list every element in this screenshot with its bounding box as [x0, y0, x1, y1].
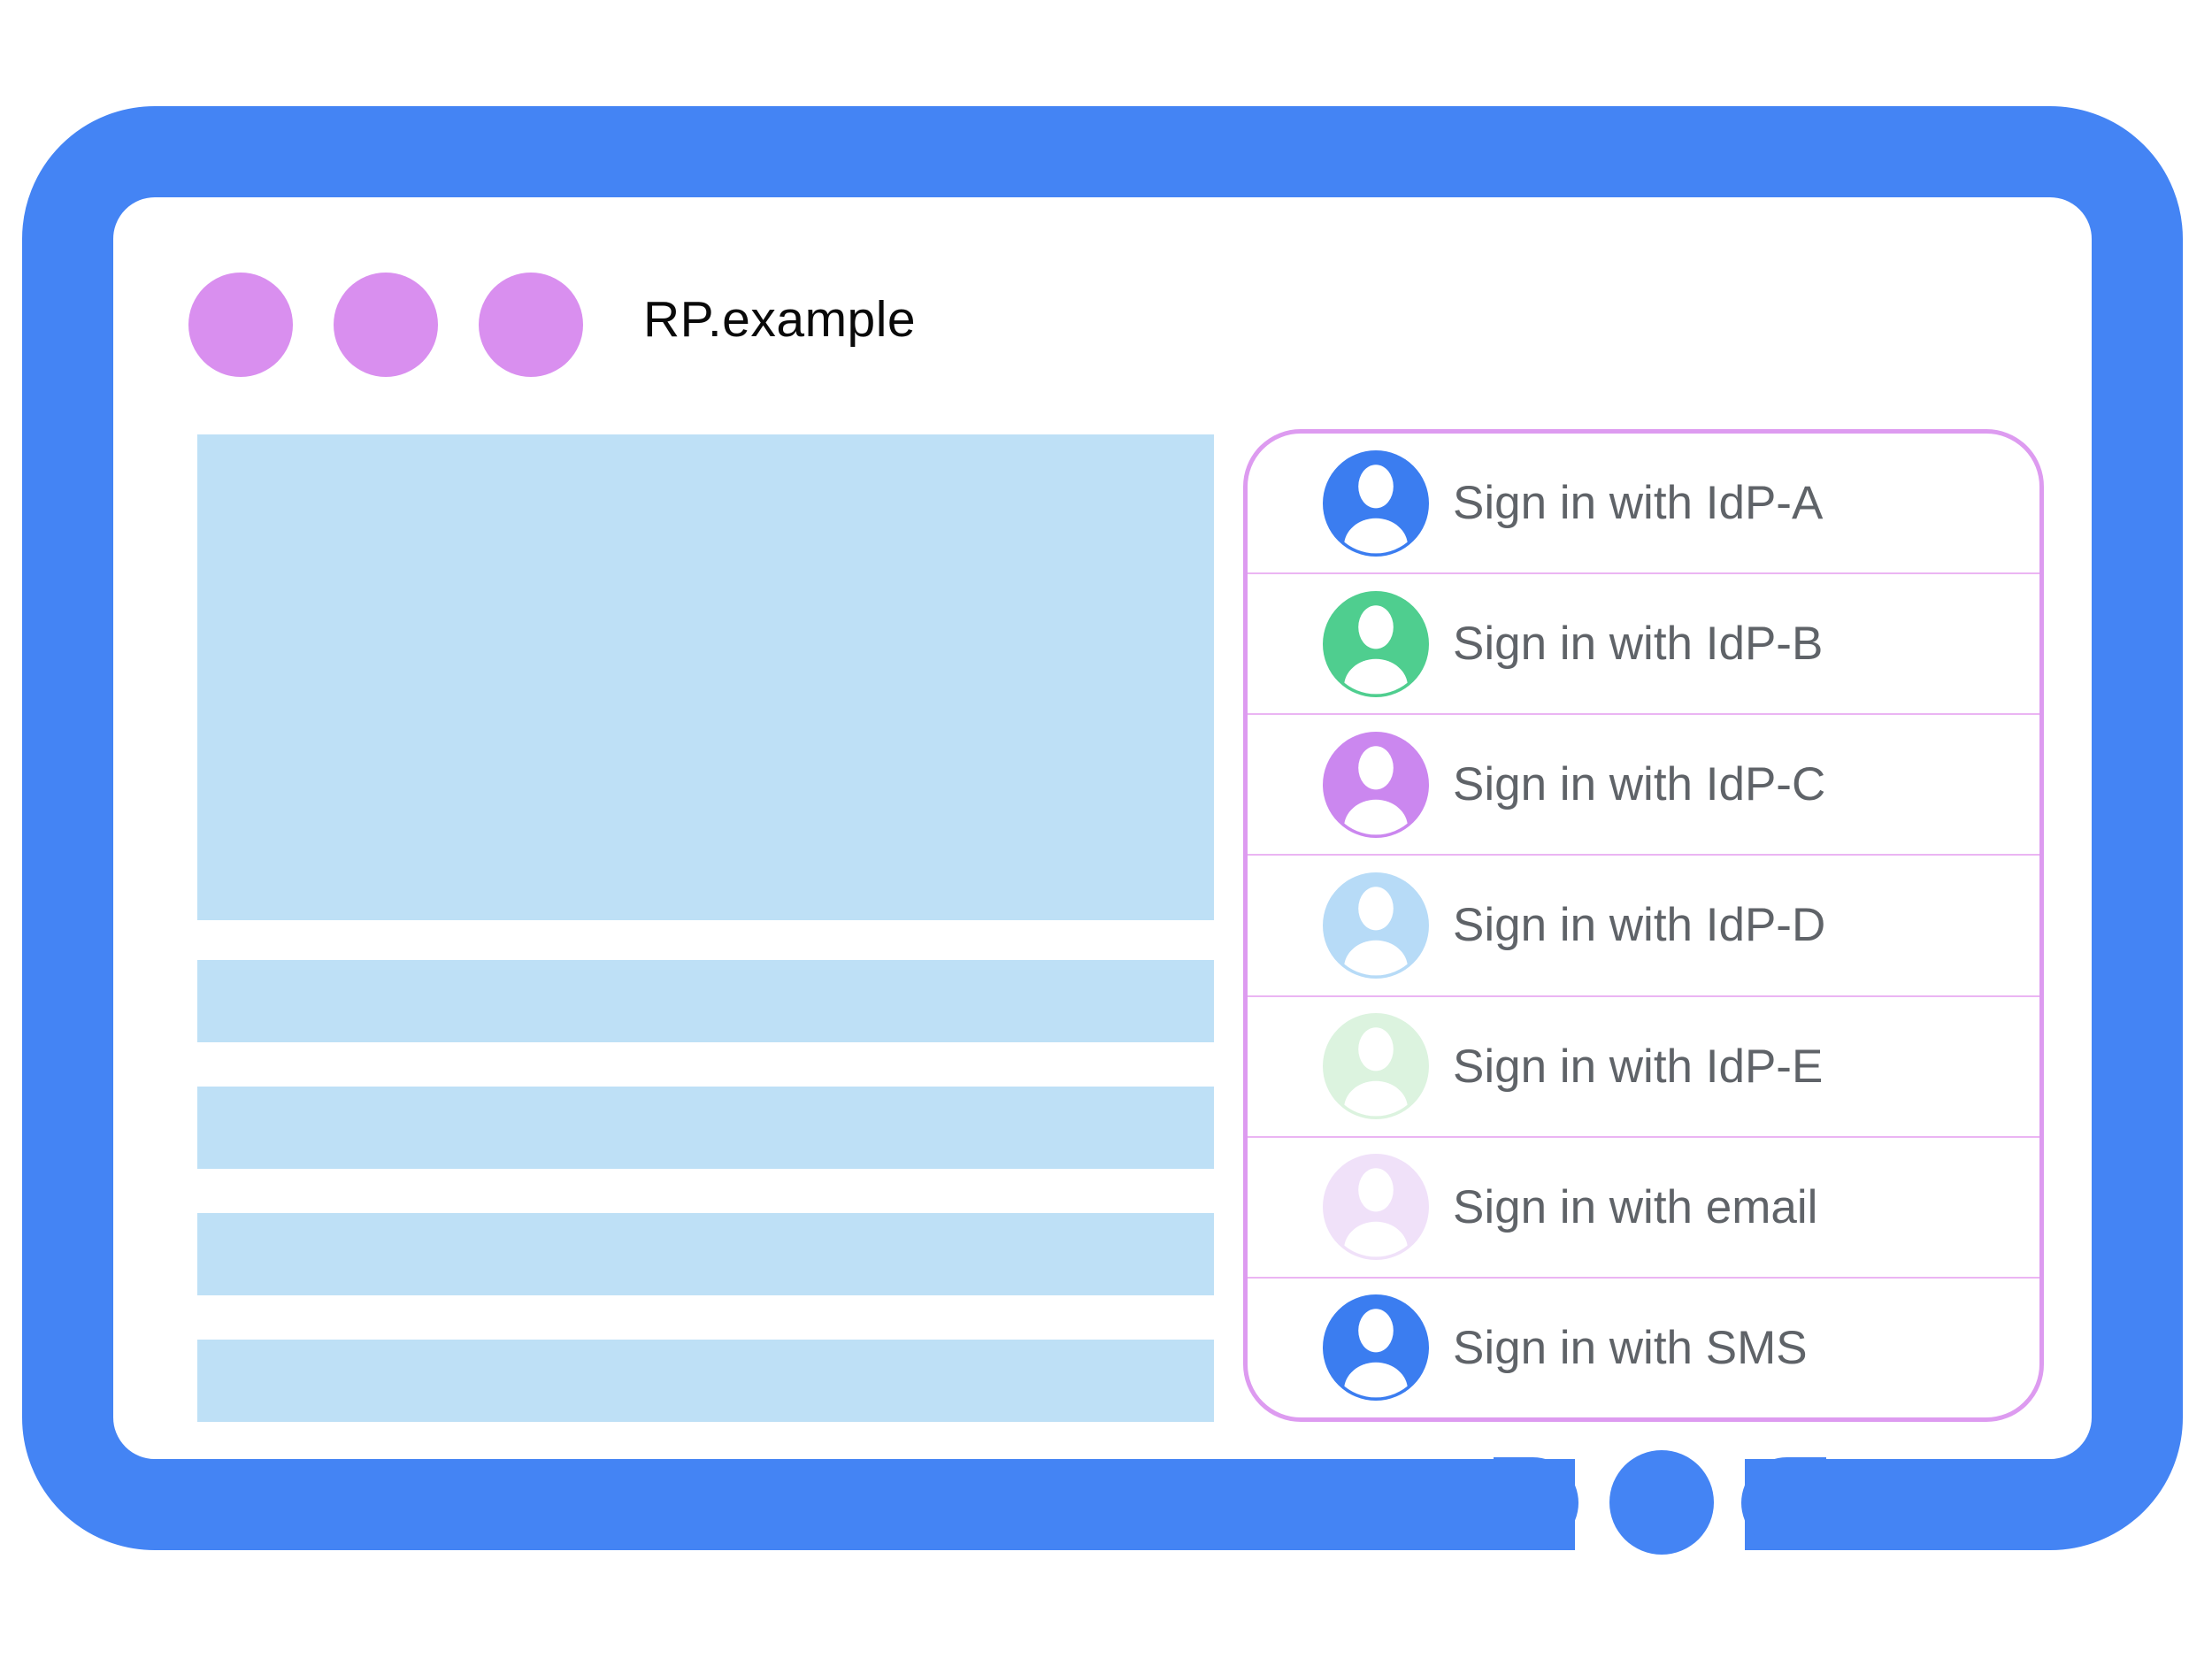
signin-option-label: Sign in with IdP-E	[1453, 1040, 1824, 1093]
signin-option-label: Sign in with IdP-D	[1453, 899, 1826, 952]
signin-option-idp-b[interactable]: Sign in with IdP-B	[1248, 572, 2039, 713]
content-placeholder-bar	[197, 1087, 1214, 1169]
signin-option-idp-c[interactable]: Sign in with IdP-C	[1248, 713, 2039, 854]
window-dot-icon	[334, 273, 438, 377]
window-dot-icon	[479, 273, 583, 377]
user-avatar-icon	[1323, 1013, 1429, 1120]
signin-option-sms[interactable]: Sign in with SMS	[1248, 1276, 2039, 1417]
content-placeholder-bar	[197, 1340, 1214, 1422]
content-placeholder-bar	[197, 960, 1214, 1042]
signin-option-label: Sign in with email	[1453, 1180, 1818, 1233]
content-placeholder-bar	[197, 1213, 1214, 1295]
user-avatar-icon	[1323, 872, 1429, 979]
signin-option-idp-a[interactable]: Sign in with IdP-A	[1248, 434, 2039, 572]
frame-bottom-bar-right-end	[1741, 1457, 1826, 1548]
signin-option-label: Sign in with IdP-B	[1453, 618, 1824, 671]
signin-option-label: Sign in with IdP-A	[1453, 477, 1824, 530]
signin-option-idp-d[interactable]: Sign in with IdP-D	[1248, 854, 2039, 995]
frame-bottom-bar-left-end	[1494, 1457, 1578, 1548]
user-avatar-icon	[1323, 1294, 1429, 1402]
signin-panel: Sign in with IdP-A Sign in with IdP-B	[1243, 429, 2044, 1422]
content-placeholder-block	[197, 434, 1214, 920]
user-avatar-icon	[1323, 1154, 1429, 1261]
user-avatar-icon	[1323, 590, 1429, 697]
signin-option-label: Sign in with IdP-C	[1453, 758, 1826, 811]
signin-option-label: Sign in with SMS	[1453, 1321, 1808, 1374]
signin-option-idp-e[interactable]: Sign in with IdP-E	[1248, 995, 2039, 1136]
window-controls	[188, 273, 583, 377]
user-avatar-icon	[1323, 449, 1429, 557]
window-dot-icon	[188, 273, 293, 377]
page-title: RP.example	[643, 291, 917, 348]
notch-circle	[1609, 1450, 1714, 1555]
user-avatar-icon	[1323, 731, 1429, 838]
signin-option-email[interactable]: Sign in with email	[1248, 1135, 2039, 1277]
